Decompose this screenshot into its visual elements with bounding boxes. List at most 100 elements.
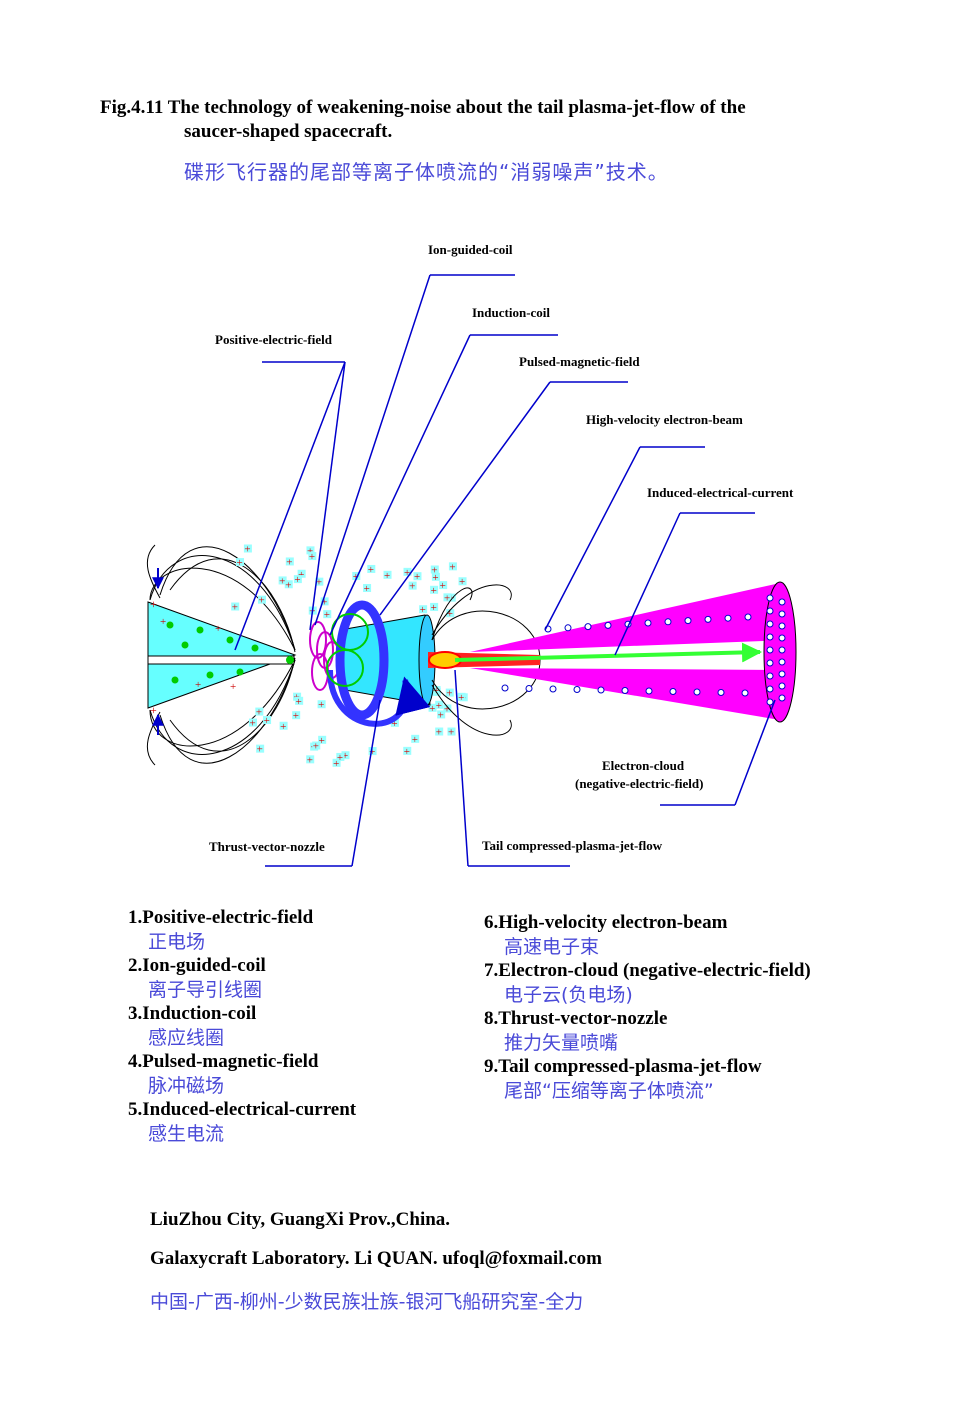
positive-ion-sign: + — [237, 557, 243, 569]
positive-ion-sign: + — [431, 565, 437, 577]
positive-ion-sign: + — [258, 595, 264, 607]
positive-ion — [297, 569, 306, 578]
figure-title: Fig.4.11 The technology of weakening-noi… — [100, 96, 746, 144]
positive-ion — [279, 721, 288, 730]
electron — [744, 613, 752, 621]
electron — [741, 689, 749, 697]
positive-ion-sign: + — [307, 545, 313, 557]
electron — [584, 623, 592, 631]
positive-ion — [336, 752, 345, 761]
positive-ion — [432, 686, 441, 695]
positive-ion — [284, 580, 293, 589]
electron — [645, 687, 653, 695]
electron — [717, 689, 725, 696]
positive-ion — [292, 711, 301, 720]
positive-ion-sign: + — [448, 727, 454, 739]
positive-ion — [295, 696, 304, 705]
positive-ion-sign: + — [447, 608, 453, 620]
left-field-lines — [146, 544, 296, 766]
positive-ion — [428, 703, 437, 712]
positive-ion-sign: + — [293, 710, 299, 722]
cone-particles: + + + + + + — [150, 597, 294, 717]
rotation-arrow — [327, 669, 431, 727]
legend-item-7: 7.Electron-cloud (negative-electric-fiel… — [484, 960, 811, 1006]
upper-electron-beam — [470, 583, 790, 652]
positive-ion-sign: + — [368, 564, 374, 576]
label-negative-electric-field: (negative-electric-field) — [575, 776, 703, 791]
positive-ion — [236, 558, 245, 567]
positive-ion-sign: + — [444, 704, 450, 716]
positive-ion-sign: + — [244, 544, 250, 556]
positive-ion-sign: + — [404, 746, 410, 758]
positive-ion — [367, 564, 376, 573]
positive-ion-sign: + — [384, 570, 390, 582]
positive-ion — [306, 546, 315, 555]
positive-ion-sign: + — [391, 718, 397, 730]
electron — [549, 685, 557, 693]
electron — [778, 622, 786, 630]
positive-ion-sign: + — [264, 715, 270, 727]
pulsed-magnetic-ring — [335, 600, 389, 720]
positive-ion-sign: + — [294, 574, 300, 586]
positive-ion-sign: + — [444, 592, 450, 604]
positive-ion-sign: + — [256, 707, 262, 719]
electron — [778, 658, 786, 666]
central-axis-bar — [147, 655, 295, 665]
electron-particles — [501, 594, 786, 706]
positive-ion — [383, 570, 392, 579]
positive-ion-sign: + — [316, 577, 322, 589]
svg-text:+: + — [150, 703, 157, 717]
positive-ion — [352, 572, 361, 581]
electron — [704, 615, 712, 623]
positive-ion-sign: + — [431, 585, 437, 597]
positive-ion-sign: + — [296, 696, 302, 708]
positive-ion — [231, 602, 240, 611]
electron — [597, 686, 605, 694]
positive-ion-sign: + — [249, 718, 255, 730]
positive-ion — [278, 576, 287, 585]
electron — [778, 670, 786, 678]
positive-ion — [248, 718, 257, 727]
positive-ion-sign: + — [337, 752, 343, 764]
positive-ion-sign: + — [321, 596, 327, 608]
positive-ion-sign: + — [279, 575, 285, 587]
positive-ion-sign: + — [369, 746, 375, 758]
positive-ion — [312, 741, 321, 750]
electron — [621, 687, 629, 694]
positive-ion-sign: + — [309, 551, 315, 563]
electron — [604, 621, 612, 629]
plasma-jet-diagram: + + + + + + ++++++++++++++++++++++++++++… — [146, 242, 797, 867]
positive-ion — [457, 692, 466, 701]
positive-ion — [447, 727, 456, 736]
positive-ion-sign: + — [286, 556, 292, 568]
electron — [573, 686, 581, 693]
electron — [644, 619, 652, 627]
electron — [766, 685, 774, 693]
positive-ion-sign: + — [458, 692, 464, 704]
electron — [778, 646, 786, 654]
positive-ion-sign: + — [414, 571, 420, 583]
electron — [766, 620, 774, 628]
positive-ion — [443, 593, 452, 602]
label-tail-jet-flow: Tail compressed-plasma-jet-flow — [482, 838, 663, 853]
svg-text:+: + — [195, 679, 201, 691]
electron — [501, 684, 509, 692]
figure-title-line2: saucer-shaped spacecraft. — [184, 121, 393, 142]
positive-ion — [430, 602, 439, 611]
positive-ion — [445, 688, 454, 697]
figure-title-line1: Fig.4.11 The technology of weakening-noi… — [100, 97, 746, 118]
positive-ion-sign: + — [436, 700, 442, 712]
positive-ion — [411, 734, 420, 743]
positive-ion — [255, 707, 264, 716]
positive-ion-sign: + — [449, 561, 455, 573]
leader-lines — [234, 274, 776, 867]
positive-ion — [341, 751, 350, 760]
positive-ion — [317, 700, 326, 709]
positive-ion — [447, 593, 456, 602]
